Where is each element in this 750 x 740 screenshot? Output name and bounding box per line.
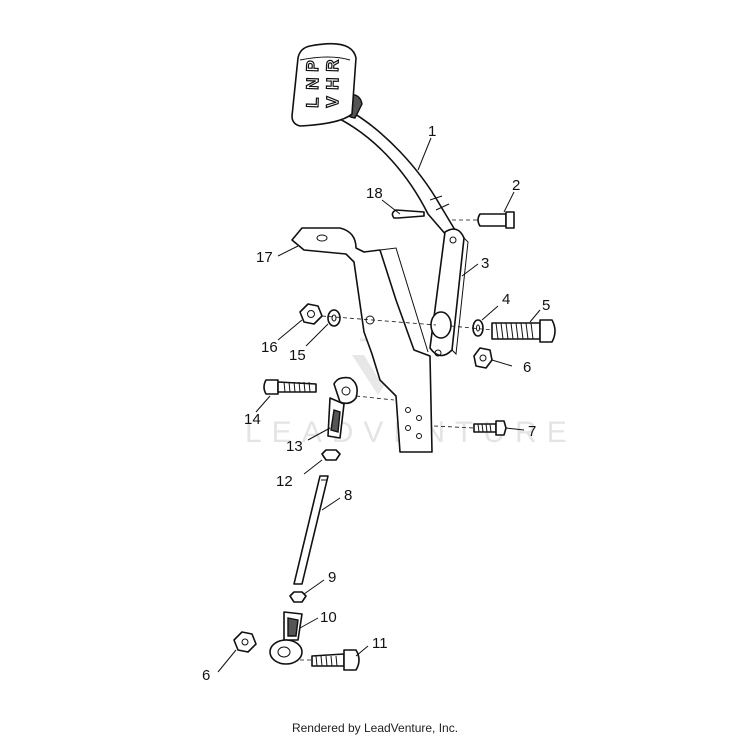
leader-4 [481,305,499,321]
leader-18 [381,199,401,215]
leader-12 [303,459,323,475]
rod-end-13 [327,376,395,439]
callout-15: 15 [289,347,306,364]
leader-14 [255,395,271,413]
callout-6b: 6 [202,667,210,684]
leader-16 [277,319,303,341]
callout-16: 16 [261,339,278,356]
callout-2: 2 [512,177,520,194]
leader-lines [217,137,541,673]
knob-letter-6: V [323,95,342,108]
bolt-7 [433,420,507,436]
knob-letter-5: H [323,77,342,90]
nut-16 [299,303,323,325]
cotter-pin [391,209,425,219]
leader-6b [217,649,237,673]
leader-10 [299,617,319,629]
callout-6a: 6 [523,359,531,376]
jam-nut-9 [289,591,307,603]
leader-8 [321,497,341,511]
knob-letter-4: L [303,97,322,108]
callout-1: 1 [428,123,436,140]
axis-left [321,315,437,326]
leader-2 [503,191,515,213]
callout-4: 4 [502,291,510,308]
callouts: 1 2 3 4 5 6 7 8 9 10 11 12 13 14 15 16 1… [202,123,550,684]
axis-right [450,325,493,331]
knob-letter-2: R [323,59,342,72]
nut-6-lower [233,631,257,653]
callout-8: 8 [344,487,352,504]
callout-17: 17 [256,249,273,266]
mounting-bracket [291,227,433,453]
shift-arm-link [429,228,469,357]
callout-9: 9 [328,569,336,586]
leader-17 [277,245,299,257]
bolt-14 [263,379,317,395]
rod-end-10 [269,611,303,665]
nut-6-upper [473,347,493,369]
leader-3 [461,263,479,277]
washer-15 [327,309,341,327]
leader-11 [355,645,369,657]
leader-9 [303,579,325,595]
bolt-5 [491,319,556,343]
rod-8 [293,475,329,585]
callout-3: 3 [481,255,489,272]
callout-7: 7 [528,423,536,440]
leader-7 [505,427,525,431]
callout-10: 10 [320,609,337,626]
callout-18: 18 [366,185,383,202]
callout-5: 5 [542,297,550,314]
callout-13: 13 [286,438,303,455]
jam-nut-12 [321,449,341,461]
leader-6a [491,359,513,367]
knob-letter-1: P [303,60,322,72]
shifter-knob-letters: P R N L H V [302,59,343,109]
callout-12: 12 [276,473,293,490]
footer-credit: Rendered by LeadVenture, Inc. [291,721,459,735]
leader-13 [307,427,331,441]
callout-14: 14 [244,411,261,428]
leader-15 [305,323,329,347]
knob-letter-3: N [303,77,322,90]
leader-1 [417,137,432,171]
clevis-pin [452,211,515,229]
callout-11: 11 [372,635,388,652]
leader-5 [529,309,541,323]
bolt-11 [300,649,360,671]
